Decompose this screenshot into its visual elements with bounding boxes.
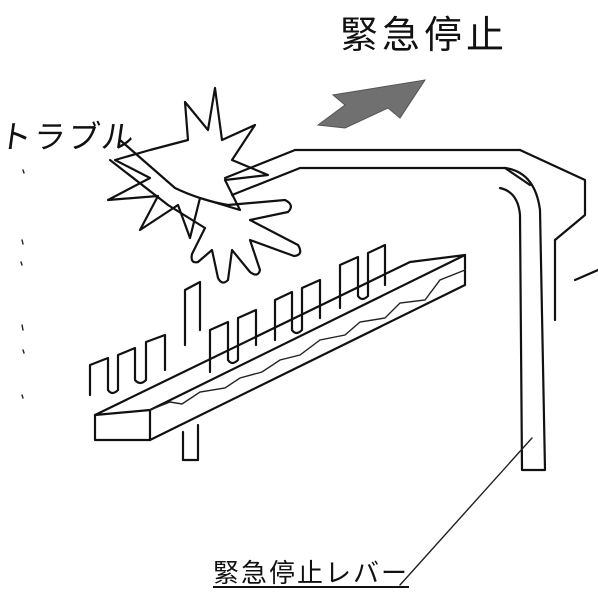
emergency-stop-label: 緊急停止 — [340, 13, 509, 57]
lever-cover-box — [503, 148, 587, 242]
lever-leader-line — [399, 437, 533, 586]
impact-starburst — [106, 86, 270, 240]
trouble-label: トラブル — [0, 118, 139, 156]
stop-direction-arrow — [316, 79, 427, 129]
lever-top-bar — [223, 148, 522, 197]
operator-hand — [108, 138, 302, 284]
conveyor-guides — [88, 243, 387, 397]
support-post — [181, 423, 200, 462]
emergency-stop-lever-label: 緊急停止レバー — [213, 559, 410, 589]
lever-arm — [498, 166, 547, 472]
conveyor-trough — [93, 253, 467, 417]
